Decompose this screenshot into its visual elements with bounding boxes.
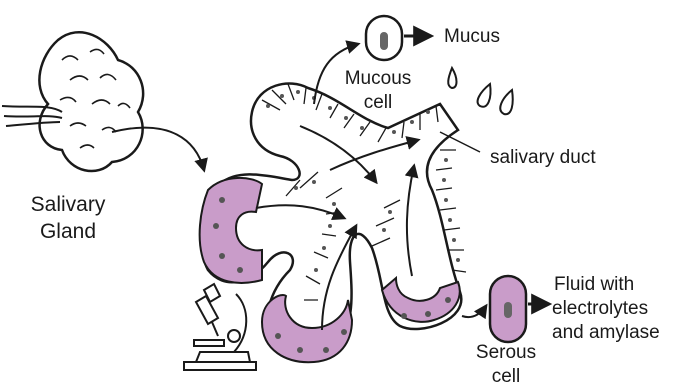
saliva-droplet-icon [448,68,513,114]
mucous-cell-icon [366,16,402,60]
duct-label: salivary duct [490,147,596,168]
gland-tubule-icon [200,83,466,362]
fluid-label-line2: electrolytes [552,298,648,319]
duct-leader-line [440,132,480,152]
gland-label-line2: Gland [40,220,96,243]
to-serous-cell-arrow [462,306,486,317]
fluid-label-line1: Fluid with [554,274,634,295]
serous-cell-label-line2: cell [492,366,521,387]
salivary-gland-icon [2,32,143,171]
microscope-icon [184,284,256,370]
fluid-label-line3: and amylase [552,322,660,343]
mucous-cell-label-line1: Mucous [345,68,412,89]
gland-label-line1: Salivary [31,193,106,216]
mucus-label: Mucus [444,26,500,47]
serous-cell-icon [490,276,526,342]
mucous-cell-label-line2: cell [364,92,393,113]
serous-cell-label-line1: Serous [476,342,536,363]
